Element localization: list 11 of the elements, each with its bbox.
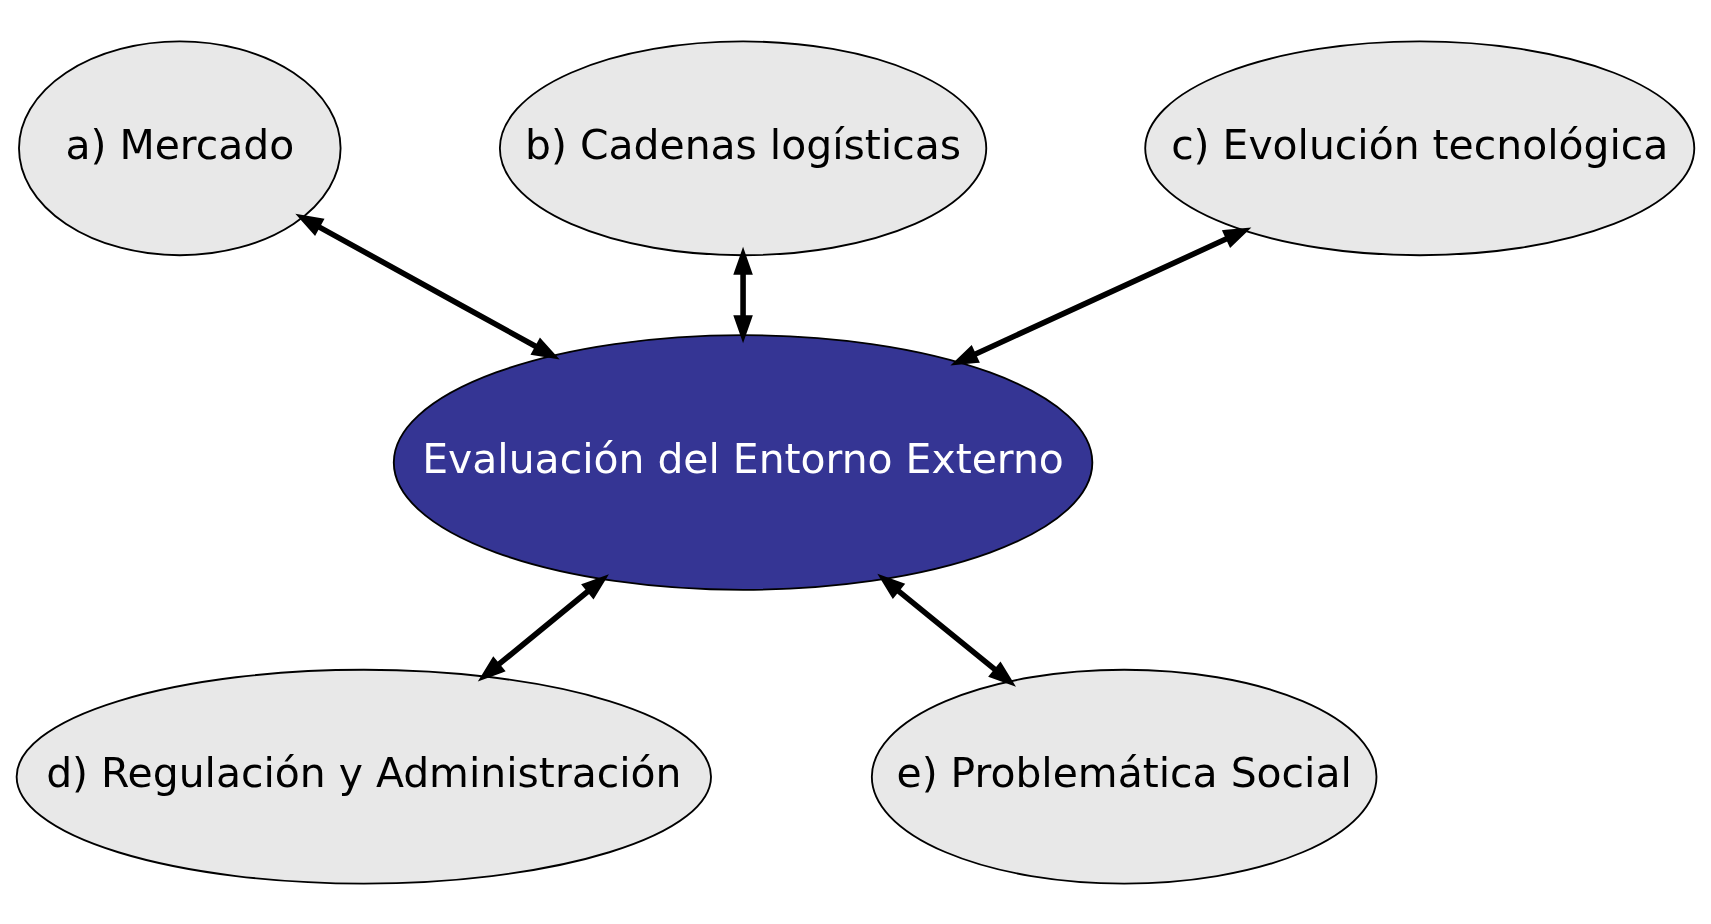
arrow — [950, 226, 1252, 365]
arrow — [733, 246, 753, 343]
node-ellipse: Evaluación del Entorno Externo — [392, 333, 1094, 591]
node-ellipse: c) Evolución tecnológica — [1144, 40, 1696, 256]
node-ellipse: d) Regulación y Administración — [15, 668, 712, 884]
arrow — [877, 573, 1016, 687]
arrow — [295, 213, 560, 360]
node-ellipse: a) Mercado — [18, 40, 342, 256]
arrow — [477, 573, 609, 681]
node-ellipse: e) Problemática Social — [870, 668, 1378, 884]
node-ellipse: b) Cadenas logísticas — [498, 40, 988, 256]
